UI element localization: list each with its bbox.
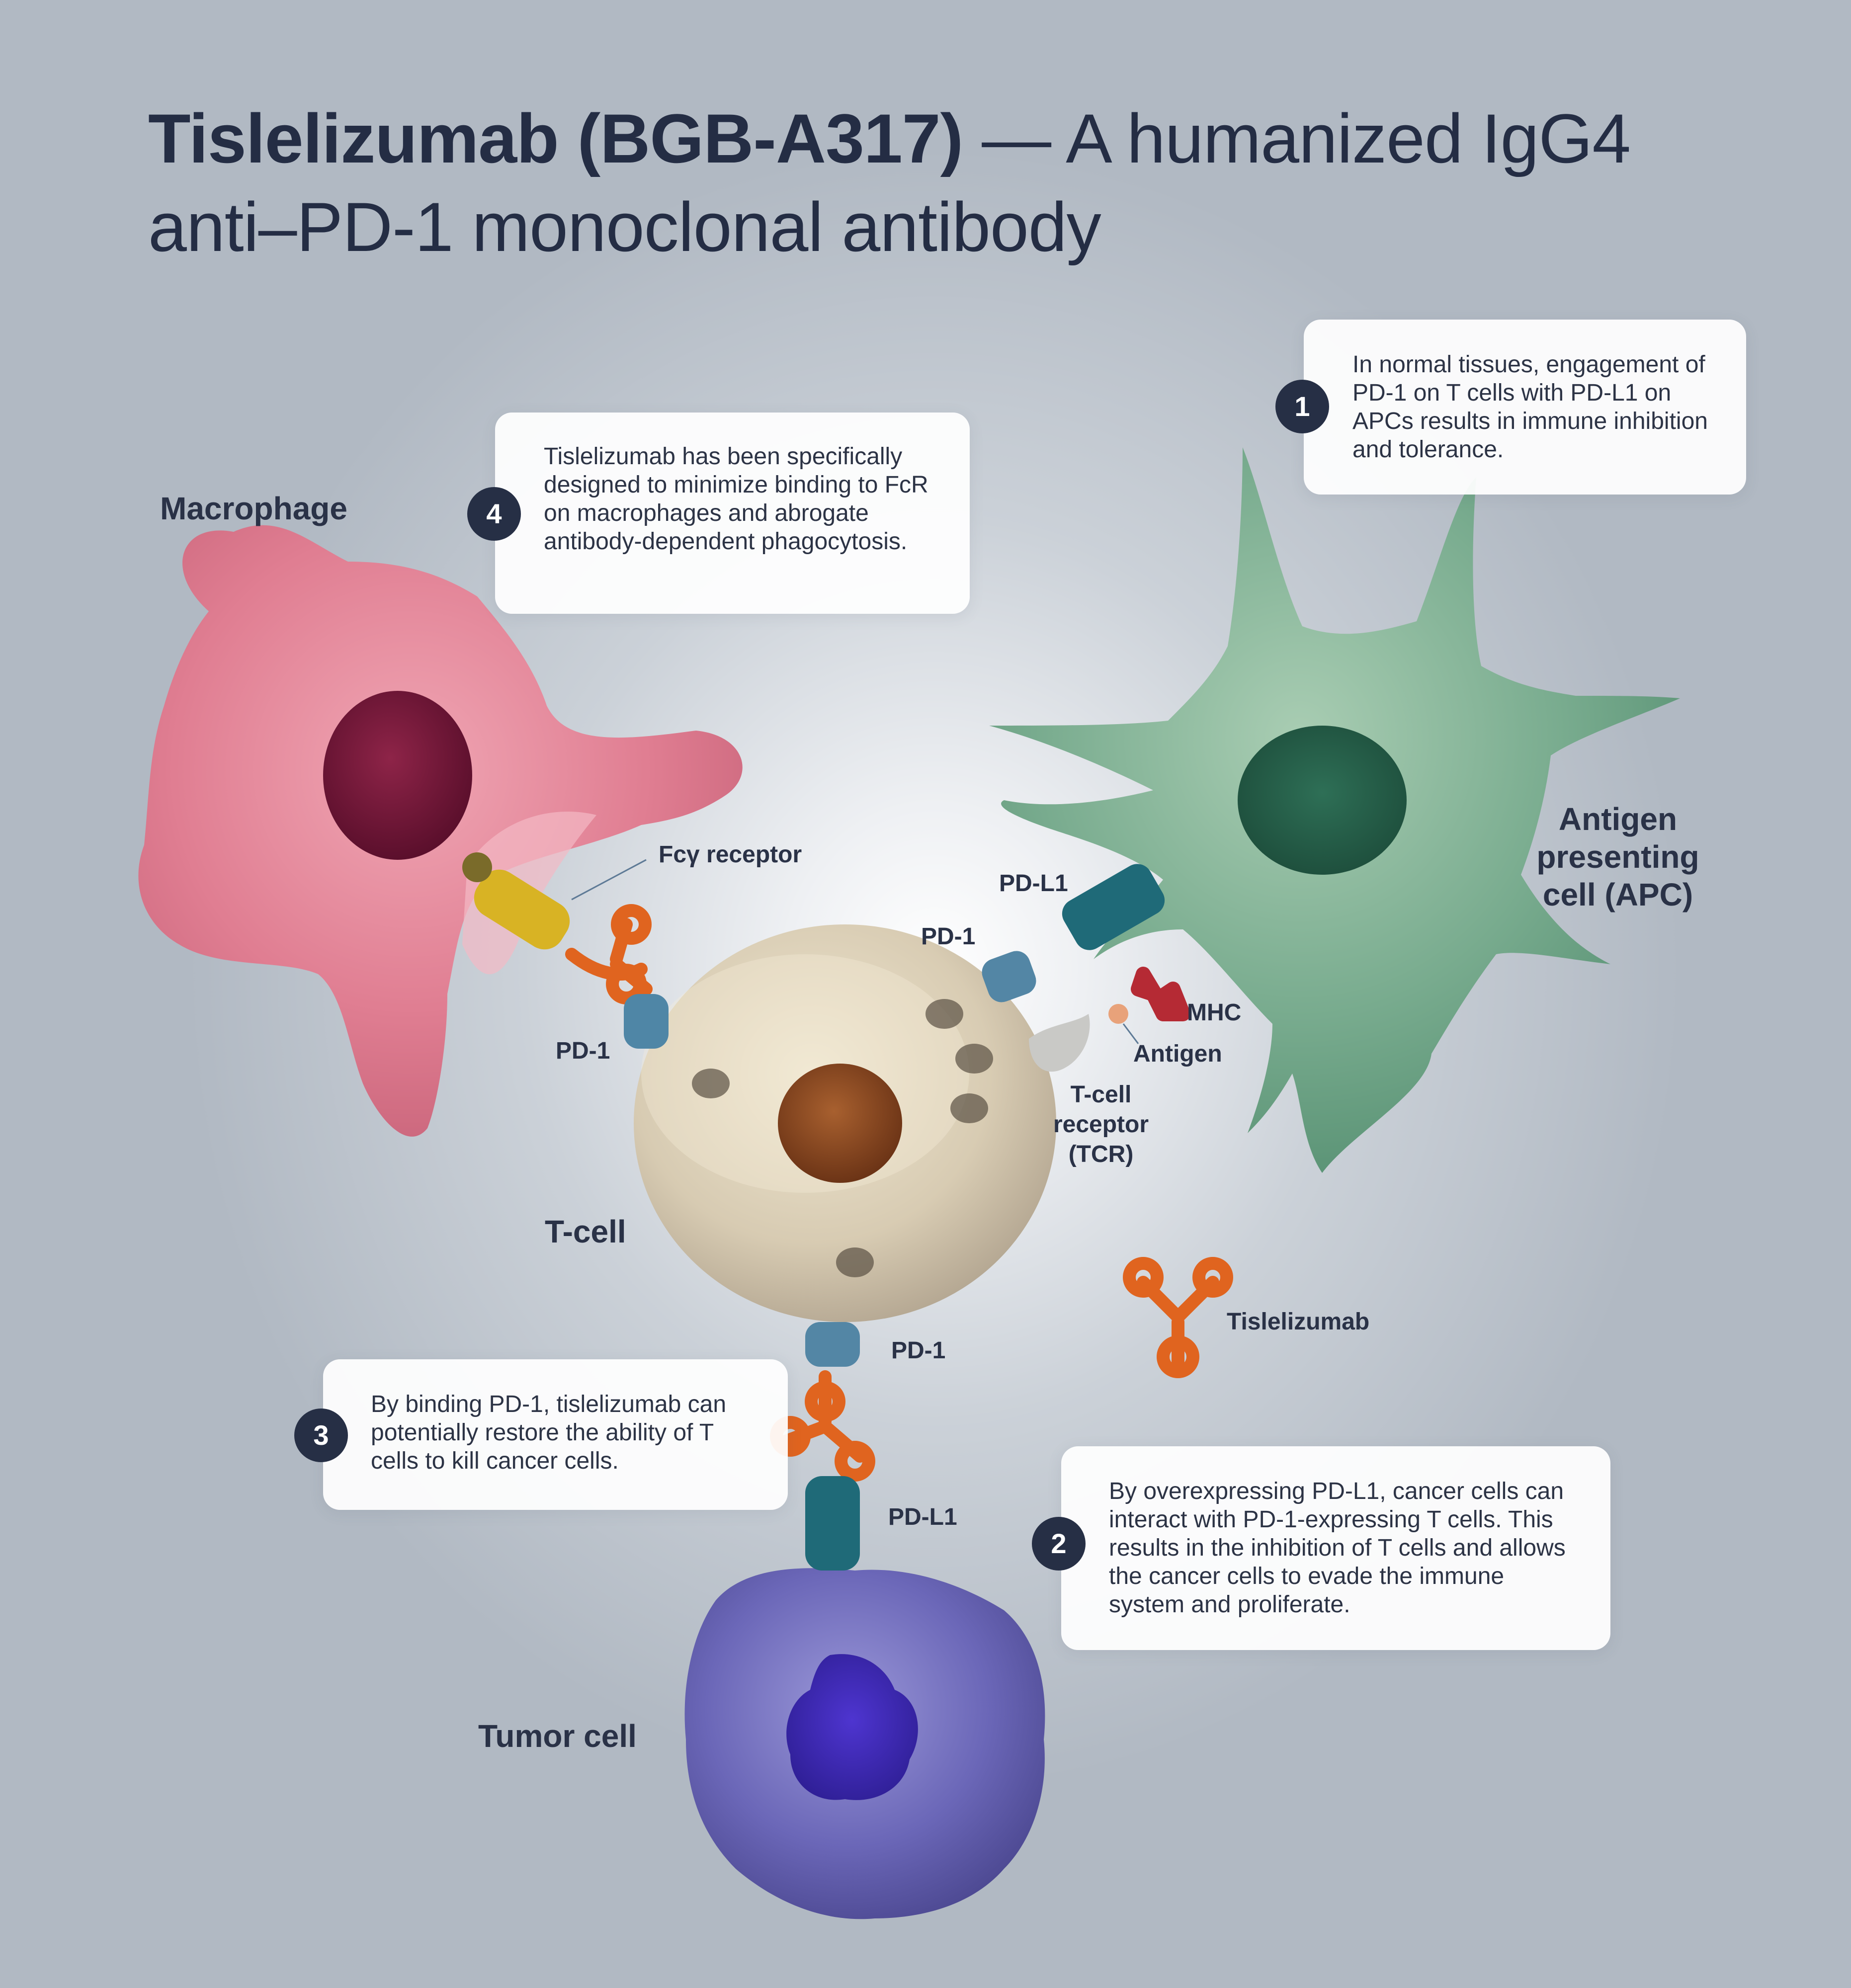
callout-badge-4: 4 (467, 487, 521, 541)
pd1-molecule-tumor-interface (805, 1322, 860, 1367)
callout-box-2: By overexpressing PD-L1, cancer cells ca… (1061, 1446, 1610, 1650)
apc-label-line3: cell (APC) (1542, 877, 1693, 912)
callout-badge-3: 3 (294, 1408, 348, 1462)
pd1-molecule-apc (982, 951, 1036, 1002)
tislelizumab-label: Tislelizumab (1227, 1309, 1370, 1335)
apc-label-line1: Antigen (1558, 801, 1678, 837)
apc-cell (989, 447, 1680, 1173)
title-line1-rest: — A humanized IgG4 (963, 99, 1631, 177)
tcr-label-line1: T-cell (1070, 1081, 1132, 1108)
callout-box-3: By binding PD-1, tislelizumab can potent… (323, 1359, 788, 1510)
pdl1-molecule-apc (1062, 864, 1165, 950)
tcr-label: T-cell receptor (TCR) (1034, 1080, 1168, 1169)
macrophage-label: Macrophage (160, 491, 347, 526)
tislelizumab-antibody-icon (1123, 1257, 1233, 1378)
page-title: Tislelizumab (BGB-A317) — A humanized Ig… (148, 94, 1739, 271)
pdl1-molecule-tumor-interface (805, 1476, 860, 1571)
tumor-cell-label: Tumor cell (478, 1718, 637, 1754)
pdl1-tumor-label: PD-L1 (888, 1504, 957, 1530)
fcy-receptor-molecule (462, 852, 570, 950)
tcr-label-line3: (TCR) (1068, 1141, 1134, 1167)
pd1-apc-label: PD-1 (921, 923, 976, 950)
pd1-molecule-macrophage (624, 994, 669, 1049)
tumor-cell (684, 1568, 1045, 1919)
apc-label: Antigen presenting cell (APC) (1521, 800, 1715, 913)
callout-badge-2: 2 (1032, 1517, 1086, 1571)
tcr-molecule (1029, 1014, 1090, 1072)
callout-box-4: Tislelizumab has been specifically desig… (495, 413, 970, 614)
antigen-leader-line (1122, 1023, 1139, 1044)
callout-text-1: In normal tissues, engagement of PD-1 on… (1352, 351, 1708, 463)
callout-text-2: By overexpressing PD-L1, cancer cells ca… (1109, 1478, 1566, 1618)
antibody-tumor-interface (770, 1370, 875, 1482)
tcell-label: T-cell (545, 1214, 626, 1249)
callout-text-3: By binding PD-1, tislelizumab can potent… (371, 1391, 727, 1474)
title-line1-bold: Tislelizumab (BGB-A317) (148, 99, 963, 177)
apc-nucleus (1238, 726, 1407, 875)
callout-badge-1: 1 (1275, 380, 1329, 433)
pd1-macrophage-label: PD-1 (556, 1038, 610, 1064)
antibody-macrophage (565, 904, 653, 1004)
t-cell-nucleus (778, 1064, 902, 1183)
mhc-molecule (1131, 967, 1190, 1021)
callout-text-4: Tislelizumab has been specifically desig… (544, 443, 928, 555)
antigen-molecule (1108, 1004, 1128, 1024)
t-cell (634, 924, 1056, 1322)
fcy-receptor-label: Fcγ receptor (659, 841, 802, 868)
pdl1-apc-label: PD-L1 (999, 870, 1068, 897)
mhc-label: MHC (1187, 999, 1242, 1026)
callout-box-1: In normal tissues, engagement of PD-1 on… (1304, 320, 1746, 495)
antigen-label: Antigen (1133, 1041, 1222, 1067)
pd1-tumor-label: PD-1 (891, 1337, 946, 1364)
fcy-receptor-leader-line (571, 859, 647, 901)
title-line2: anti–PD-1 monoclonal antibody (148, 188, 1101, 266)
apc-label-line2: presenting (1536, 839, 1699, 875)
macrophage-nucleus (323, 691, 472, 860)
tcr-label-line2: receptor (1053, 1111, 1149, 1138)
